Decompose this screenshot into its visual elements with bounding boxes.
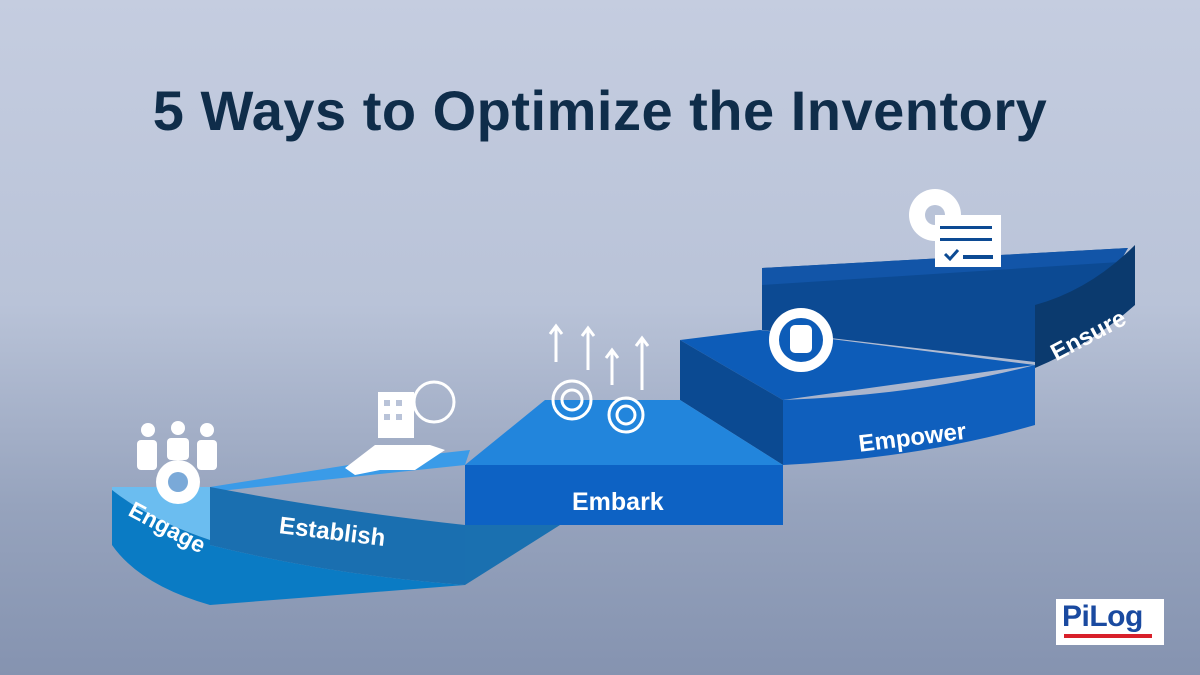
logo-text: PiLog bbox=[1062, 600, 1143, 633]
gears-arrows-up-icon bbox=[548, 323, 650, 434]
step-ensure: Ensure bbox=[762, 245, 1135, 368]
page-title: 5 Ways to Optimize the Inventory bbox=[152, 79, 1048, 142]
logo-underline bbox=[1064, 634, 1152, 638]
step-empower: Empower bbox=[680, 330, 1035, 465]
step-label-embark: Embark bbox=[572, 488, 664, 516]
gear-checklist-icon bbox=[909, 189, 1001, 267]
fist-gear-icon bbox=[769, 308, 833, 372]
step-engage: Engage bbox=[112, 487, 210, 605]
team-gear-icon bbox=[137, 421, 217, 504]
step-establish: Establish bbox=[210, 450, 470, 605]
pilog-logo: PiLog bbox=[1056, 599, 1164, 645]
hand-building-globe-icon bbox=[345, 380, 456, 475]
